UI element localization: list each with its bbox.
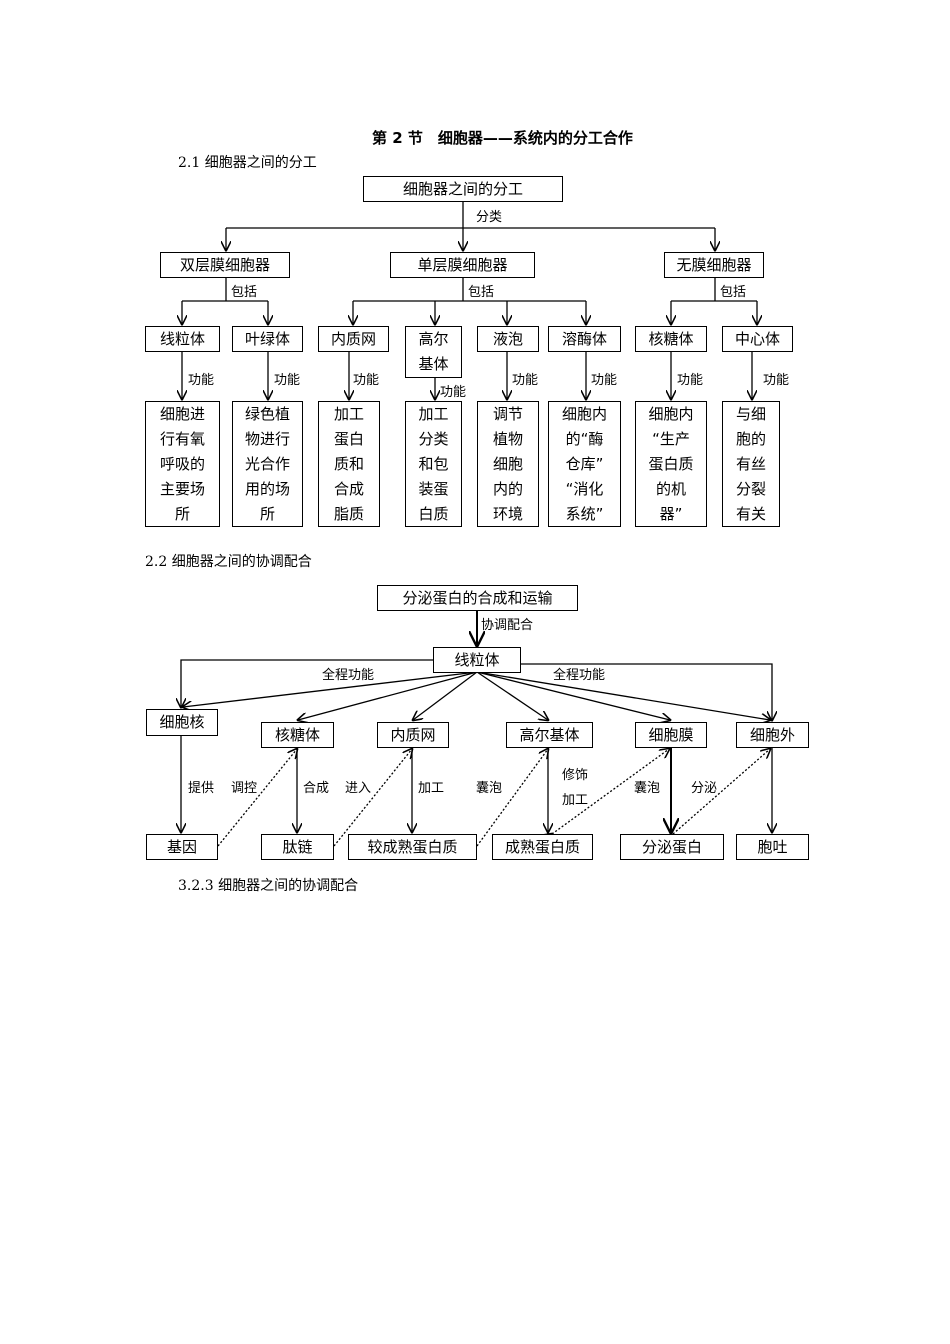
extracellular-node: 细胞外: [736, 722, 809, 748]
edge-label: 调控: [231, 781, 258, 796]
mature-protein-node: 成熟蛋白质: [492, 834, 593, 860]
edge-label: 提供: [188, 781, 215, 796]
immature-protein-node: 较成熟蛋白质: [348, 834, 477, 860]
whole-process-label: 全程功能: [553, 668, 606, 683]
edge-label: 合成: [303, 781, 330, 796]
organelle-node: 叶绿体: [232, 326, 303, 352]
organelle-node: 中心体: [722, 326, 793, 352]
function-label: 功能: [353, 373, 380, 388]
function-box: 加工 分类 和包 装蛋 白质: [405, 401, 462, 527]
group-single-membrane: 单层膜细胞器: [390, 252, 535, 278]
section-heading-2-1: 2.1 细胞器之间的分工: [178, 155, 317, 171]
function-box: 加工 蛋白 质和 合成 脂质: [318, 401, 380, 527]
peptide-node: 肽链: [261, 834, 334, 860]
organelle-node: 核糖体: [635, 326, 707, 352]
function-box: 细胞内 “生产 蛋白质 的机 器”: [635, 401, 707, 527]
golgi-node: 高尔基体: [506, 722, 593, 748]
er-node: 内质网: [377, 722, 449, 748]
function-label: 功能: [512, 373, 539, 388]
section-heading-2-2: 2.2 细胞器之间的协调配合: [145, 554, 312, 570]
mitochondria-node: 线粒体: [433, 647, 521, 673]
secretory-protein-node: 分泌蛋白: [620, 834, 724, 860]
organelle-node: 内质网: [318, 326, 389, 352]
include-label: 包括: [231, 285, 258, 300]
function-label: 功能: [274, 373, 301, 388]
nucleus-node: 细胞核: [146, 709, 218, 736]
function-box: 调节 植物 细胞 内的 环境: [477, 401, 539, 527]
organelle-node: 线粒体: [145, 326, 220, 352]
section-heading-3-2-3: 3.2.3 细胞器之间的协调配合: [178, 878, 359, 894]
edge-label: 囊泡: [634, 781, 661, 796]
include-label: 包括: [468, 285, 495, 300]
edge-label: 修饰: [562, 768, 589, 783]
edge-label: 囊泡: [476, 781, 503, 796]
coordinate-label: 协调配合: [481, 618, 534, 633]
gene-node: 基因: [146, 834, 218, 860]
organelle-node: 液泡: [477, 326, 539, 352]
include-label: 包括: [720, 285, 747, 300]
cell-membrane-node: 细胞膜: [635, 722, 707, 748]
function-label: 功能: [188, 373, 215, 388]
function-box: 细胞内 的“酶 仓库” “消化 系统”: [548, 401, 621, 527]
edge-label: 分泌: [691, 781, 718, 796]
edge-label: 进入: [345, 781, 372, 796]
function-box: 绿色植 物进行 光合作 用的场 所: [232, 401, 303, 527]
page-title: 第 2 节 细胞器——系统内的分工合作: [372, 129, 633, 147]
edge-label: 加工: [418, 781, 445, 796]
function-box: 细胞进 行有氧 呼吸的 主要场 所: [145, 401, 220, 527]
group-double-membrane: 双层膜细胞器: [160, 252, 290, 278]
ribosome-node: 核糖体: [261, 722, 334, 748]
function-label: 功能: [440, 385, 467, 400]
group-no-membrane: 无膜细胞器: [664, 252, 764, 278]
function-label: 功能: [591, 373, 618, 388]
root-node: 细胞器之间的分工: [363, 176, 563, 202]
organelle-node: 溶酶体: [548, 326, 621, 352]
classify-label: 分类: [476, 210, 503, 225]
exocytosis-node: 胞吐: [736, 834, 809, 860]
edge-label: 加工: [562, 793, 589, 808]
root-node: 分泌蛋白的合成和运输: [377, 585, 578, 611]
whole-process-label: 全程功能: [322, 668, 375, 683]
function-label: 功能: [677, 373, 704, 388]
organelle-node: 高尔 基体: [405, 326, 462, 378]
function-box: 与细 胞的 有丝 分裂 有关: [722, 401, 780, 527]
function-label: 功能: [763, 373, 790, 388]
